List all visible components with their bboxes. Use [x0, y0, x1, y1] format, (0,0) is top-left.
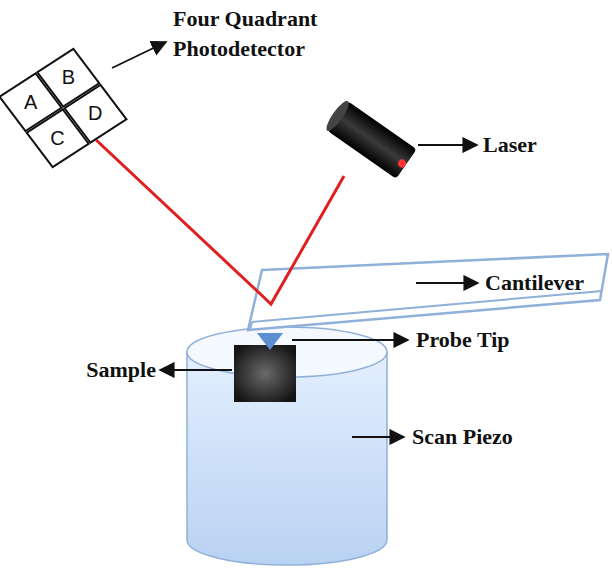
leader-arrows [112, 42, 478, 437]
quadrant-letter: B [62, 66, 75, 89]
quadrant-letter: A [24, 91, 37, 114]
quadrant-letter: C [50, 127, 64, 150]
part-label: Cantilever [485, 268, 584, 298]
part-label: Probe Tip [416, 325, 510, 355]
scan-piezo [187, 327, 387, 565]
probe-tip [257, 333, 283, 350]
part-label: Four Quadrant Photodetector [173, 4, 373, 63]
part-label: Sample [86, 355, 156, 385]
quadrant-letter: D [88, 102, 102, 125]
laser-beam [62, 108, 344, 304]
part-label: Laser [483, 130, 537, 160]
sample-block [234, 345, 296, 402]
laser-body [323, 98, 417, 179]
cantilever [248, 254, 608, 330]
part-label: Scan Piezo [412, 422, 513, 452]
